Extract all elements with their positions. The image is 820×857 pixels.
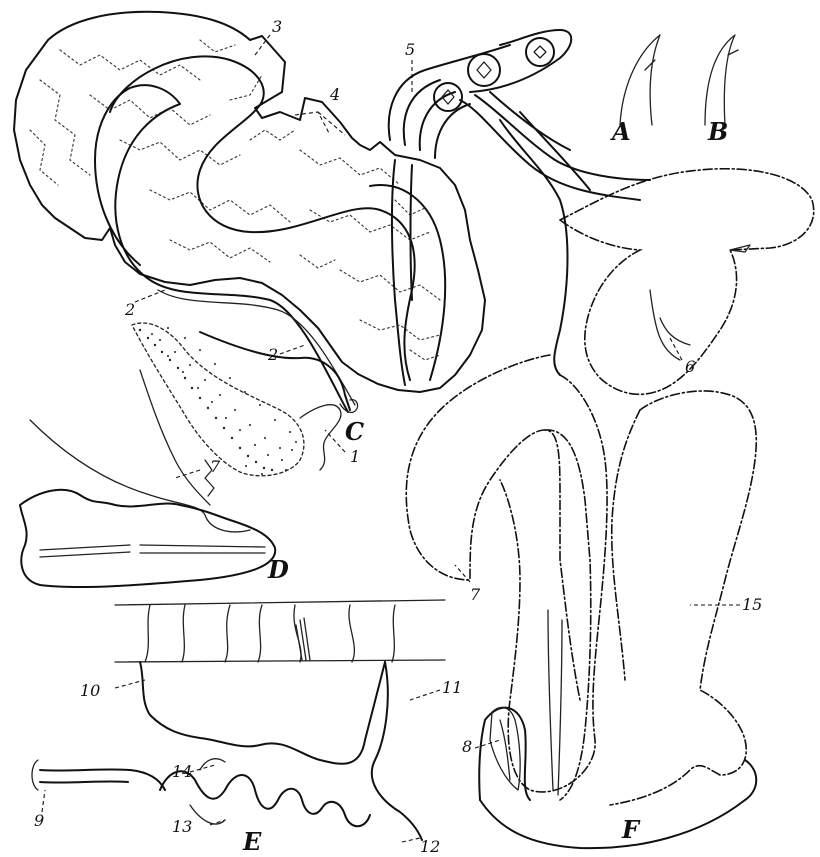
f-15-inner <box>612 410 640 680</box>
connector-b <box>520 112 590 190</box>
hook-a-inner <box>645 60 655 70</box>
label-letter-c: C <box>345 417 364 446</box>
tube-5-loop-down2 <box>411 165 413 300</box>
e-top-line <box>115 600 445 605</box>
e-tube-left <box>40 769 165 790</box>
f-arch <box>406 355 580 700</box>
leader-7a <box>175 470 200 478</box>
panel-a-hook <box>620 35 660 125</box>
tube-5-loop-down <box>392 160 405 385</box>
f-slit <box>730 245 750 252</box>
connector-tubes <box>500 112 590 375</box>
leader-11 <box>410 690 440 700</box>
label-3: 3 <box>272 17 282 36</box>
label-letter-f: F <box>621 815 641 844</box>
d-body <box>20 490 275 587</box>
gland-c-lobules <box>30 40 440 360</box>
label-letter-a: A <box>610 117 631 146</box>
tube-5-b <box>404 80 440 145</box>
cyst-5-star-c <box>534 46 546 58</box>
label-5: 5 <box>405 40 415 59</box>
cysts-5 <box>434 38 554 111</box>
d-stripe-2 <box>40 552 130 557</box>
tube-5-f <box>460 100 640 200</box>
e-lower-body <box>140 662 385 764</box>
f-hook-6 <box>660 318 690 345</box>
label-6: 6 <box>685 357 695 376</box>
stipple-right-edge <box>300 405 341 470</box>
label-letter-e: E <box>242 827 262 856</box>
leader-4 <box>295 112 345 135</box>
tube-5-e <box>470 30 571 92</box>
label-15: 15 <box>742 595 762 614</box>
d-vertical <box>140 370 210 505</box>
leader-1 <box>325 430 345 452</box>
cyst-5-c <box>526 38 554 66</box>
label-8: 8 <box>462 737 472 756</box>
cyst-5-star-b <box>477 62 491 78</box>
label-7b: 7 <box>470 585 481 604</box>
gland-c-duct-outer <box>95 85 348 412</box>
label-9: 9 <box>34 811 44 830</box>
label-7a: 7 <box>210 457 221 476</box>
label-2a: 2 <box>124 300 135 319</box>
f-bottom-left <box>479 708 530 800</box>
d-stripe-3 <box>140 545 265 547</box>
tube-5-d <box>435 104 470 158</box>
f-upper-inner <box>650 290 680 360</box>
hook-b-outer <box>705 35 735 125</box>
label-11: 11 <box>442 678 462 697</box>
panel-c-gland <box>14 12 485 413</box>
f-right-lobe <box>610 391 756 805</box>
e-left-end <box>32 760 38 790</box>
label-1: 1 <box>350 447 360 466</box>
panel-e <box>32 600 445 840</box>
leader-2b <box>280 345 305 354</box>
cyst-5-a <box>434 83 462 111</box>
e-septa <box>145 605 395 662</box>
gland-c-duct-loop <box>110 56 415 380</box>
cyst-5-b <box>468 54 500 86</box>
f-stem-right <box>558 620 562 795</box>
connector-a <box>500 120 568 375</box>
d-stripe-1 <box>40 545 130 550</box>
tubes-5 <box>389 30 650 385</box>
label-12: 12 <box>420 837 440 856</box>
f-arch-inner <box>545 430 591 800</box>
f-8-organ <box>490 707 520 790</box>
e-right-tail <box>372 662 422 840</box>
label-letter-b: B <box>707 117 728 146</box>
label-2b: 2 <box>267 345 278 364</box>
hook-a-outer <box>620 35 660 125</box>
label-10: 10 <box>80 681 100 700</box>
gland-c-duct-inner <box>158 290 355 405</box>
panel-d <box>20 370 275 587</box>
label-4: 4 <box>329 85 340 104</box>
e-fibers <box>296 618 310 660</box>
label-letter-d: D <box>267 555 289 584</box>
leader-9 <box>42 790 45 812</box>
gland-c-duct-branch <box>370 185 445 380</box>
leader-12 <box>402 838 420 842</box>
leader-10 <box>115 680 145 688</box>
labels: A B C D E F 1 2 2 3 4 5 6 7 7 8 9 10 11 … <box>34 17 762 856</box>
f-stem-left <box>548 610 553 790</box>
leader-lines <box>42 35 740 842</box>
f-8-inner <box>500 720 510 780</box>
panel-b-hook <box>705 35 738 125</box>
e-mid-line <box>115 660 445 662</box>
leader-8 <box>475 740 500 748</box>
label-13: 13 <box>172 817 192 836</box>
label-14: 14 <box>172 762 192 781</box>
